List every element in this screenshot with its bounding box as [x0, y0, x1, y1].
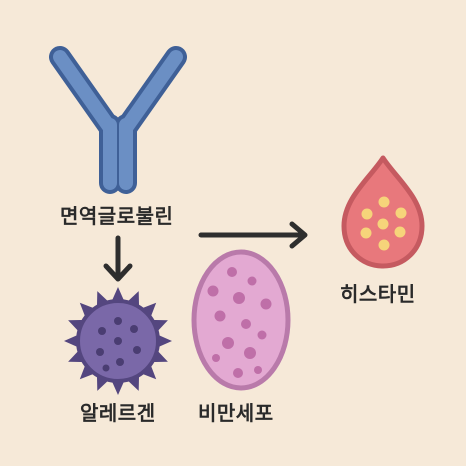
allergen-pollen-icon [64, 287, 172, 395]
histamine-drop-icon [341, 155, 425, 269]
allergen-label: 알레르겐 [80, 401, 156, 425]
arrow-right-icon [198, 221, 308, 249]
histamine-label: 히스타민 [340, 282, 416, 306]
mast-cell-icon [191, 249, 291, 391]
antibody-icon [49, 46, 187, 194]
arrow-down-icon [103, 235, 133, 282]
immunoglobulin-label: 면역글로불린 [60, 204, 174, 228]
mast-cell-label: 비만세포 [198, 401, 274, 425]
